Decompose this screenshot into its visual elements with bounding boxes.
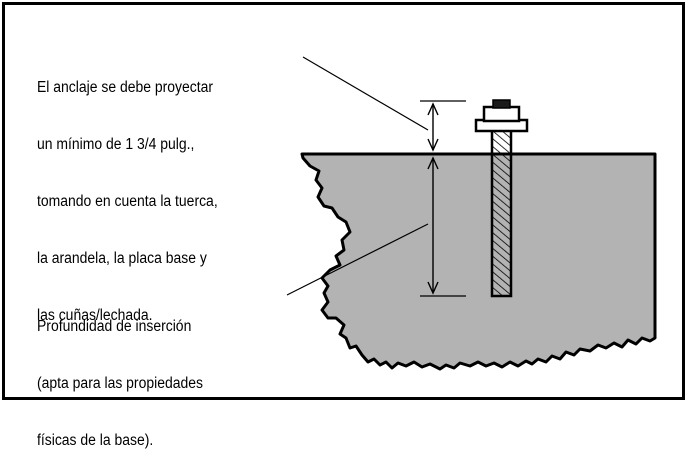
anchor-diagram (286, 56, 657, 371)
projection-note-line: la arandela, la placa base y (37, 250, 207, 267)
projection-dimension-arrow-icon (427, 102, 439, 152)
embedment-leader-line (286, 223, 429, 296)
nut-icon (482, 105, 521, 123)
embedment-note-line: Profundidad de inserción (37, 318, 192, 335)
concrete-base (300, 152, 657, 371)
embedment-note: Profundidad de inserción (apta para las … (37, 279, 203, 469)
projection-leader-line (302, 56, 429, 131)
projection-note-line: tomando en cuenta la tuerca, (37, 193, 218, 210)
projection-note: El anclaje se debe proyectar un mínimo d… (37, 40, 218, 344)
embedment-dimension-arrow-icon (427, 156, 439, 295)
projection-note-line: El anclaje se debe proyectar (37, 79, 214, 96)
anchor-bolt-icon (490, 124, 513, 298)
embedment-note-line: (apta para las propiedades (37, 375, 203, 392)
bolt-tip (492, 99, 511, 109)
projection-note-line: las cuñas/lechada. (37, 307, 153, 324)
embedment-note-line: físicas de la base). (37, 432, 154, 449)
projection-note-line: un mínimo de 1 3/4 pulg., (37, 136, 195, 153)
